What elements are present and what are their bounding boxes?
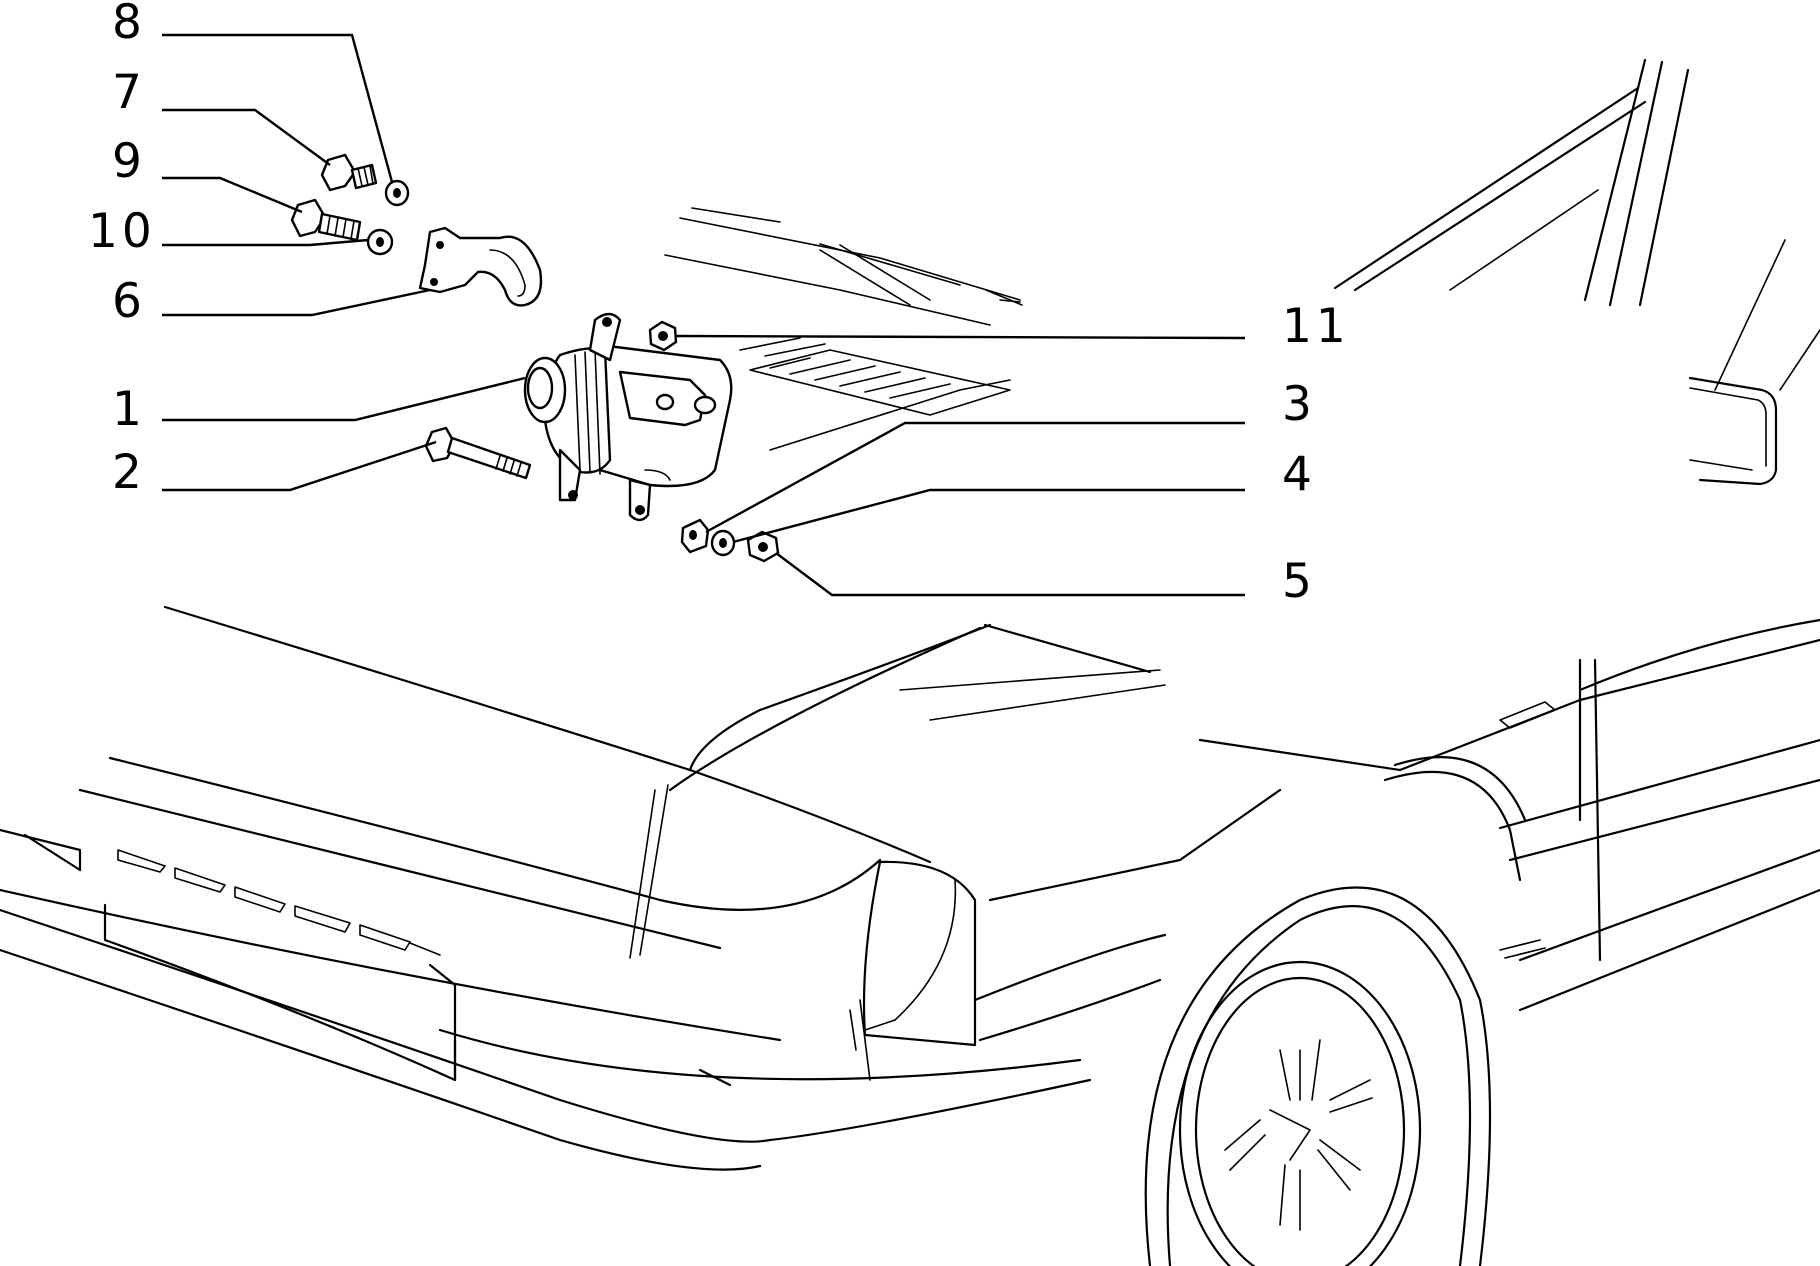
- front-wheel: [1178, 960, 1422, 1266]
- callout-3: 3: [1282, 377, 1316, 432]
- part-3-spacer: [680, 518, 710, 554]
- part-7-bolt: [320, 153, 378, 192]
- car-body-outline: [0, 58, 1820, 1266]
- callout-1: 1: [112, 382, 146, 437]
- part-6-bracket: [418, 226, 543, 307]
- callout-8: 8: [112, 0, 146, 50]
- part-9-bolt: [290, 198, 362, 242]
- part-2-long-bolt: [424, 426, 532, 480]
- callout-2: 2: [112, 445, 146, 500]
- part-10-washer: [366, 228, 394, 256]
- callout-11: 11: [1282, 299, 1350, 354]
- part-4-washer: [710, 529, 736, 557]
- headlight: [629, 784, 977, 1047]
- callout-4: 4: [1282, 447, 1316, 502]
- callout-10: 10: [88, 204, 156, 259]
- part-11-nut: [648, 320, 678, 352]
- callout-6: 6: [112, 274, 146, 329]
- hood-vent: [739, 337, 1011, 416]
- part-1-compressor: [523, 312, 733, 522]
- part-8-washer: [384, 179, 410, 207]
- part-5-nut: [746, 530, 780, 563]
- callout-9: 9: [112, 134, 146, 189]
- callout-5: 5: [1282, 554, 1316, 609]
- leader-lines: [162, 33, 1246, 597]
- callout-labels: 8 7 9 10 6 1 2 11 3 4 5: [88, 0, 1350, 609]
- callout-7: 7: [112, 65, 146, 120]
